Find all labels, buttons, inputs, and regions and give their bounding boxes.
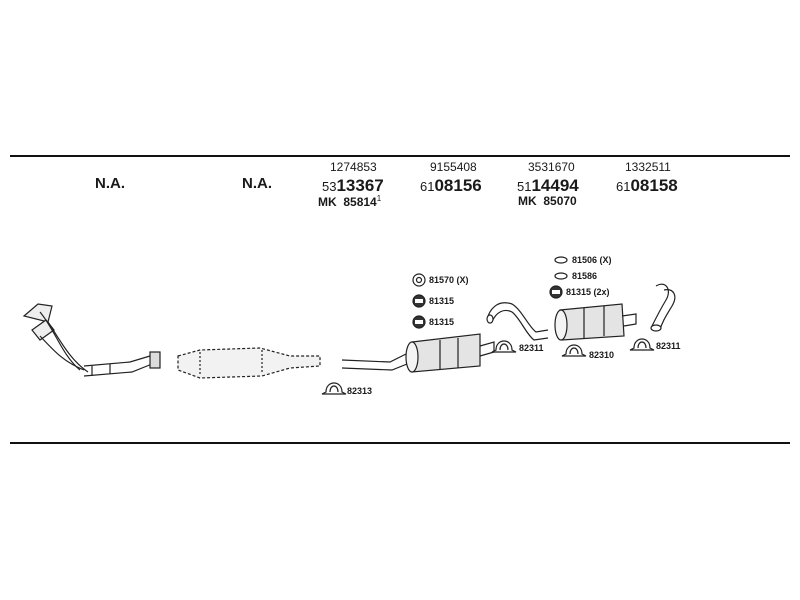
column-6-number: 08158: [630, 176, 678, 195]
column-5-prefix: 51: [517, 179, 532, 194]
part-label: 81586: [572, 271, 598, 281]
column-3-mk-sup: 1: [376, 194, 382, 203]
clamp-82311-a-drawing: [491, 340, 517, 353]
part-label: 82311: [519, 343, 544, 353]
part-label: 81570 (X): [429, 275, 469, 285]
column-5-mk: MK 85070: [518, 194, 577, 208]
column-5-mk-number: 85070: [543, 194, 577, 208]
rubber-hanger-icon: [412, 294, 426, 308]
column-3-mk: MK 858141: [318, 194, 381, 209]
centre-silencer-drawing: [341, 333, 495, 373]
part-label: 82311: [656, 341, 681, 351]
manifold-drawing: [22, 303, 161, 377]
column-3-mk-prefix: MK: [318, 195, 337, 209]
rubber-hanger-icon: [549, 285, 563, 299]
column-5-mk-prefix: MK: [518, 194, 537, 208]
column-6-ref: 1332511: [625, 160, 671, 174]
bottom-rule: [10, 442, 790, 444]
clamp-82313-drawing: [321, 382, 347, 395]
column-4-number: 08156: [434, 176, 482, 195]
column-3-ref: 1274853: [330, 160, 377, 174]
column-6-part-number: 6108158: [616, 176, 678, 196]
part-label: 81506 (X): [572, 255, 612, 265]
column-4-ref: 9155408: [430, 160, 477, 174]
rubber-hanger-icon: [412, 315, 426, 329]
column-5-ref: 3531670: [528, 160, 575, 174]
column-3-number: 13367: [336, 176, 384, 195]
column-1-label: N.A.: [95, 175, 125, 192]
clamp-82311-b-drawing: [629, 338, 655, 351]
rear-silencer-drawing: [554, 303, 637, 341]
column-5-number: 14494: [531, 176, 579, 195]
top-rule: [10, 155, 790, 157]
seal-ring-icon: [554, 256, 568, 264]
tail-pipe-drawing: [650, 283, 676, 332]
column-4-prefix: 61: [420, 179, 435, 194]
seal-ring-icon: [554, 272, 568, 280]
catalytic-converter-drawing: [177, 347, 321, 379]
part-label: 81315 (2x): [566, 287, 610, 297]
column-6-prefix: 61: [616, 179, 631, 194]
column-3-prefix: 53: [322, 179, 337, 194]
part-label: 81315: [429, 296, 455, 306]
column-5-part-number: 5114494: [517, 176, 579, 196]
column-2-label: N.A.: [242, 175, 272, 192]
column-4-part-number: 6108156: [420, 176, 482, 196]
column-3-part-number: 5313367: [322, 176, 384, 196]
clamp-82310-drawing: [561, 344, 587, 357]
part-label: 82310: [589, 350, 615, 360]
part-label: 81315: [429, 317, 455, 327]
part-label: 82313: [347, 386, 373, 396]
gasket-icon: [412, 273, 426, 287]
column-3-mk-number: 85814: [343, 195, 377, 209]
middle-pipe-drawing: [486, 302, 549, 341]
